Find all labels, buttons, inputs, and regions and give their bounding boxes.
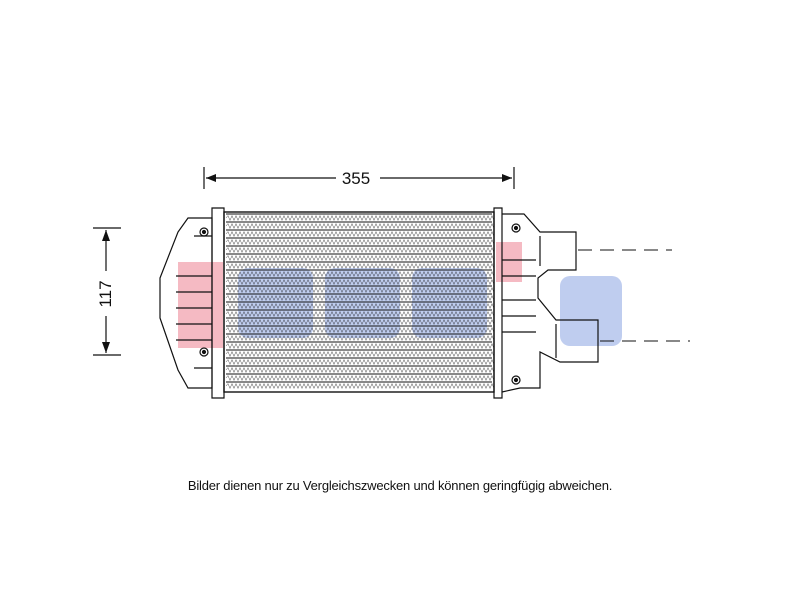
core-fin-wave xyxy=(225,358,495,366)
radiator-core xyxy=(223,211,495,393)
left-end-tank xyxy=(159,207,225,399)
core-fin-wave xyxy=(225,246,495,254)
core-fin-wave xyxy=(225,350,495,358)
height-dimension-label: 117 xyxy=(96,280,115,307)
core-fin-wave xyxy=(225,318,495,326)
core-fin-wave xyxy=(225,334,495,342)
core-fin-wave xyxy=(225,286,495,294)
core-fin-wave xyxy=(225,214,495,222)
core-fin-wave xyxy=(225,254,495,262)
core-fin-wave xyxy=(225,326,495,334)
core-fin-wave xyxy=(225,374,495,382)
core-fin-wave xyxy=(225,310,495,318)
core-fin-wave xyxy=(225,270,495,278)
core-fin-wave xyxy=(225,278,495,286)
core-fin-wave xyxy=(225,302,495,310)
outlet-centerlines xyxy=(578,249,690,342)
core-fin-wave xyxy=(225,382,495,390)
right-end-tank xyxy=(493,207,599,399)
width-dimension xyxy=(203,167,515,189)
core-fin-wave xyxy=(225,238,495,246)
core-fin-wave xyxy=(225,230,495,238)
core-fin-wave xyxy=(225,294,495,302)
disclaimer-caption: Bilder dienen nur zu Vergleichszwecken u… xyxy=(187,478,613,493)
height-dimension xyxy=(93,227,121,356)
core-fin-wave xyxy=(225,262,495,270)
core-fin-wave xyxy=(225,366,495,374)
core-fin-wave xyxy=(225,222,495,230)
width-dimension-label: 355 xyxy=(342,169,370,188)
core-fin-wave xyxy=(225,342,495,350)
